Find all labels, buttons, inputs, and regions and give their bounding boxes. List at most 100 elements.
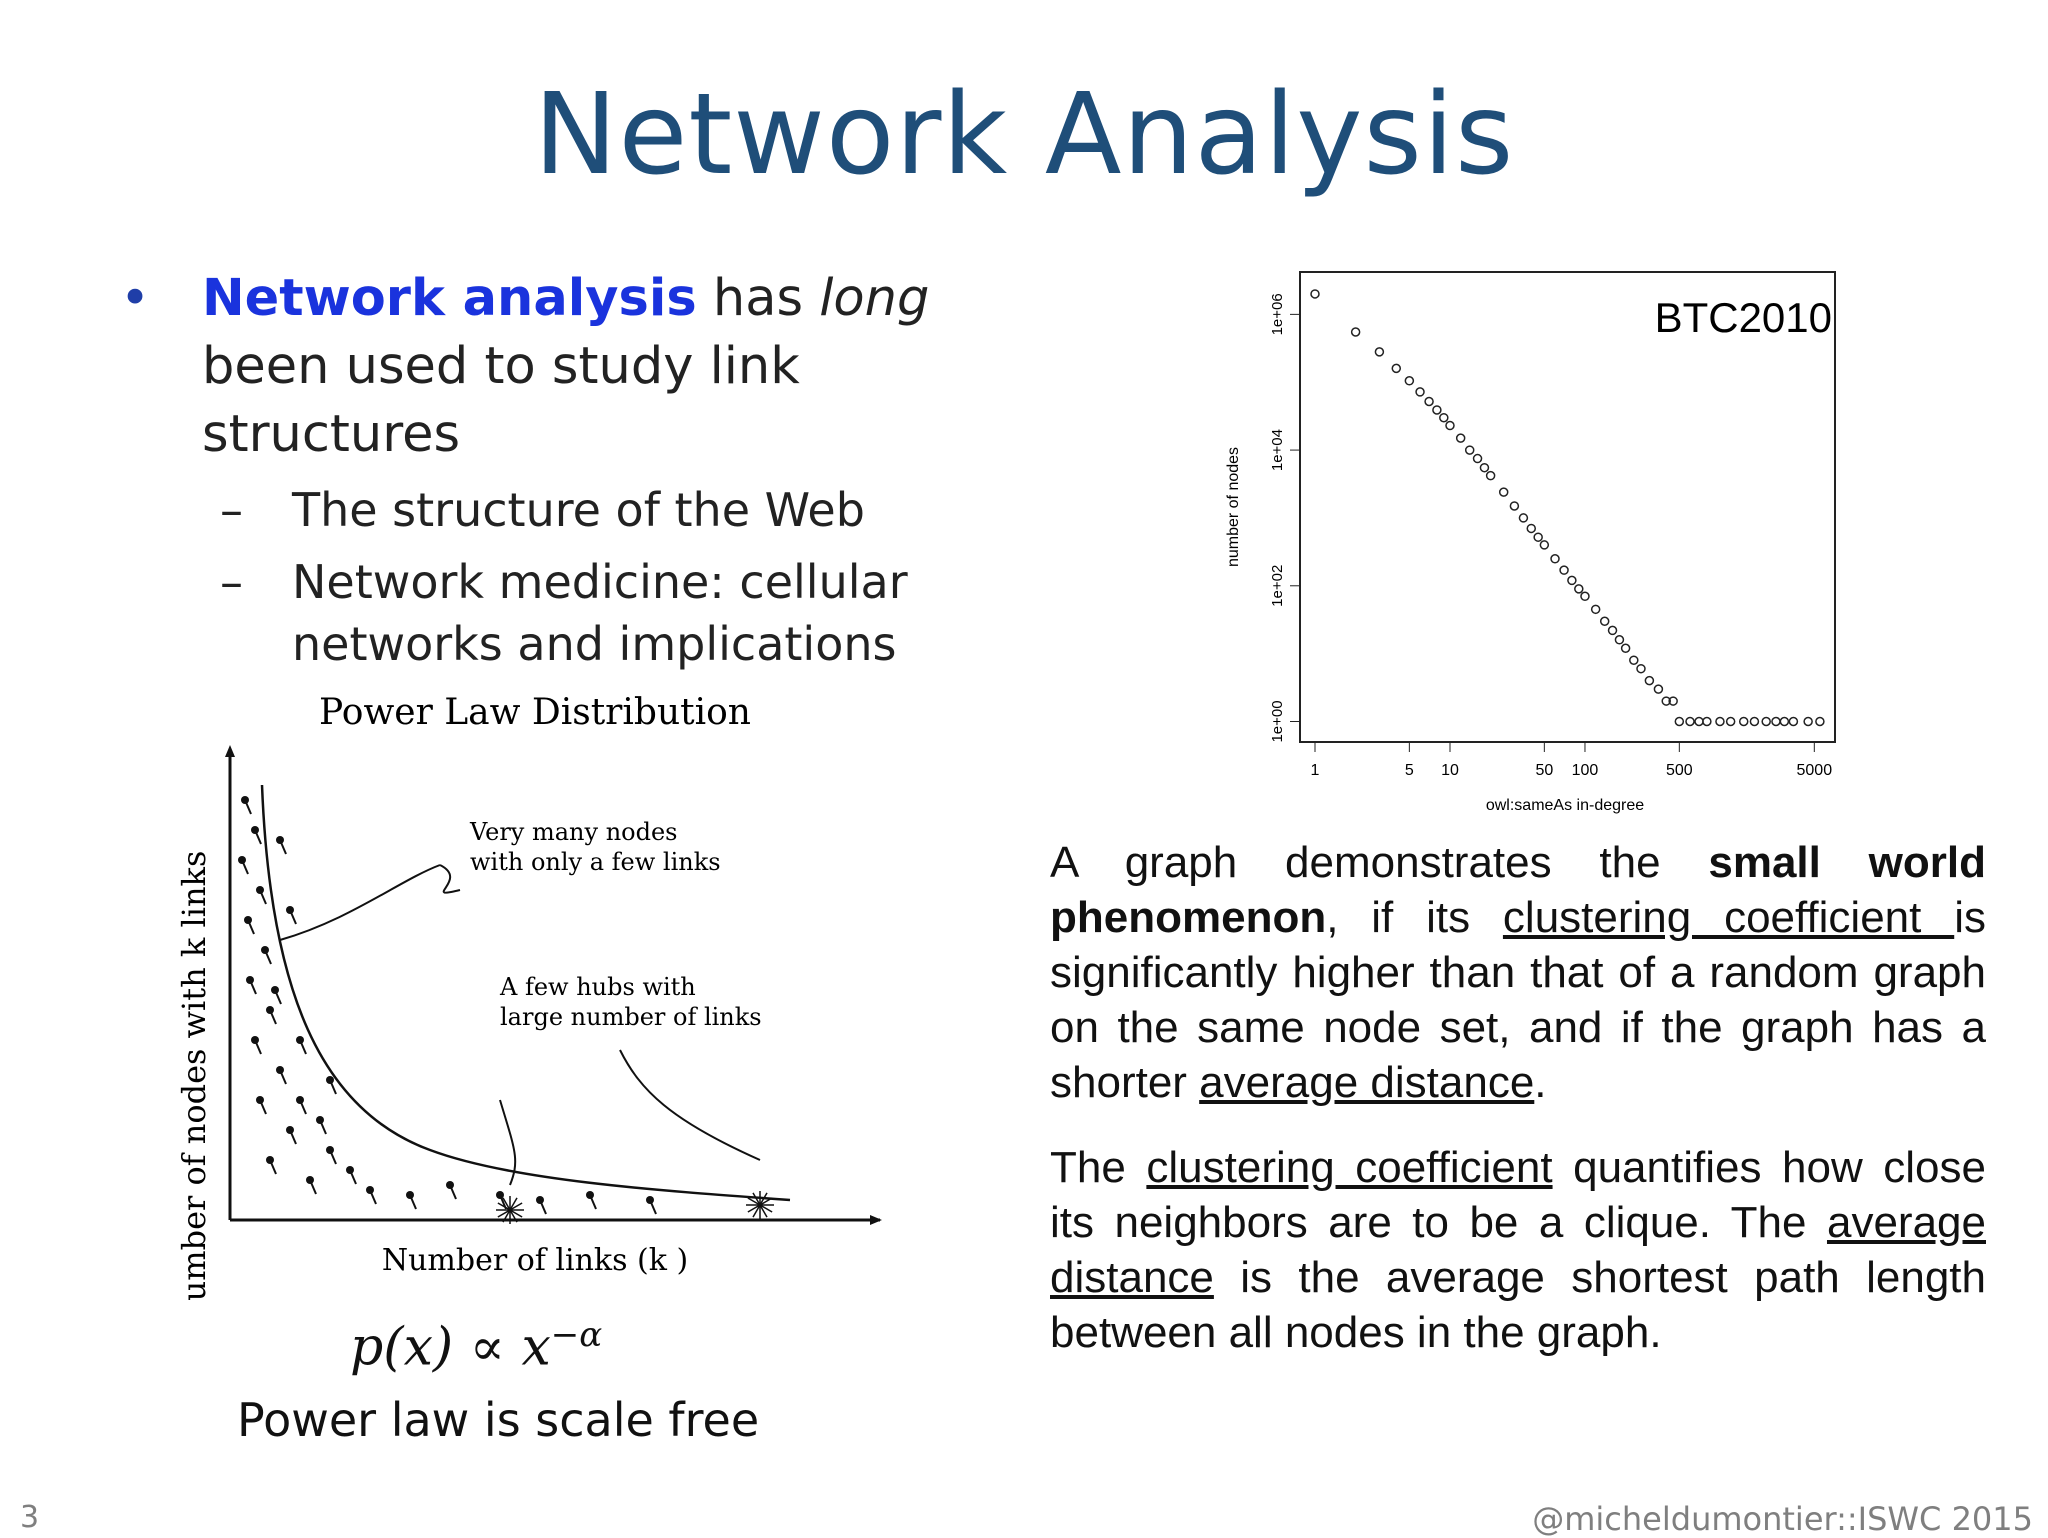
hub-spoke bbox=[509, 1209, 518, 1223]
node-link bbox=[289, 909, 297, 925]
data-point bbox=[1350, 327, 1361, 337]
data-point bbox=[1472, 453, 1483, 464]
data-point bbox=[1674, 716, 1685, 727]
chart-xlabel: owl:sameAs in-degree bbox=[1486, 797, 1644, 814]
node-link bbox=[539, 1199, 547, 1215]
slide-title: Network Analysis bbox=[533, 70, 1515, 200]
node-link bbox=[279, 839, 287, 855]
data-point bbox=[1668, 696, 1678, 706]
hub-spoke bbox=[509, 1209, 523, 1218]
highlight-text: Network analysis bbox=[202, 269, 697, 328]
node-link bbox=[259, 1099, 267, 1115]
dash-icon: – bbox=[220, 483, 243, 537]
data-point bbox=[1614, 635, 1625, 645]
text-run: , if its bbox=[1326, 893, 1503, 942]
data-point bbox=[1653, 684, 1664, 694]
node-link bbox=[369, 1189, 377, 1205]
bullet-dot-icon: • bbox=[120, 269, 151, 328]
sub-bullet-text: Network medicine: cellular networks and … bbox=[292, 555, 908, 671]
bullet-list: • Network analysis has long been used to… bbox=[120, 265, 1000, 675]
hub-spoke bbox=[747, 1197, 761, 1206]
underlined-term: clustering coefficient bbox=[1146, 1143, 1553, 1192]
bullet-text: been used to study link structures bbox=[202, 337, 800, 464]
node-link bbox=[269, 1009, 277, 1025]
node-link bbox=[289, 1129, 297, 1145]
data-point bbox=[1404, 376, 1415, 386]
y-tick-label: 1e+04 bbox=[1269, 429, 1286, 471]
data-point bbox=[1509, 501, 1520, 511]
data-point bbox=[1550, 554, 1560, 564]
data-point bbox=[1644, 675, 1655, 686]
definition-text: A graph demonstrates the small world phe… bbox=[1050, 835, 1986, 1390]
node-link bbox=[249, 979, 257, 995]
x-tick-label: 1 bbox=[1311, 762, 1320, 779]
data-point bbox=[1526, 523, 1537, 534]
data-point bbox=[1771, 716, 1781, 727]
hub-spoke bbox=[502, 1197, 511, 1211]
x-tick-label: 5000 bbox=[1797, 762, 1833, 779]
annotation-hubs-2: large number of links bbox=[500, 1003, 762, 1031]
data-point bbox=[1539, 540, 1550, 550]
data-point bbox=[1661, 696, 1671, 706]
node-link bbox=[274, 989, 282, 1005]
node-link bbox=[649, 1199, 657, 1215]
y-tick-label: 1e+02 bbox=[1269, 565, 1286, 607]
power-law-title: Power Law Distribution bbox=[319, 692, 751, 733]
power-law-ylabel: Number of nodes with k links bbox=[175, 851, 213, 1300]
text-run: is significantly higher than that of a r… bbox=[1050, 893, 1986, 1107]
slide-number: 3 bbox=[20, 1500, 40, 1535]
data-point bbox=[1749, 716, 1760, 727]
hub-spoke bbox=[747, 1204, 761, 1213]
btc2010-scatter-chart: BTC2010 owl:sameAs in-degree number of n… bbox=[1225, 271, 1836, 814]
annotation-arrow-2 bbox=[499, 1049, 761, 1186]
node-link bbox=[254, 1039, 262, 1055]
node-link bbox=[244, 799, 252, 815]
hub-spoke bbox=[752, 1192, 761, 1206]
text-run: The bbox=[1050, 1143, 1147, 1192]
hub-spoke bbox=[509, 1197, 518, 1211]
data-point bbox=[1702, 716, 1712, 727]
hub-spoke bbox=[759, 1197, 773, 1206]
italic-text: long bbox=[819, 269, 930, 328]
data-point bbox=[1415, 387, 1425, 397]
data-point bbox=[1424, 396, 1434, 407]
underlined-term: clustering coefficient bbox=[1502, 893, 1955, 942]
paragraph-clustering: The clustering coefficient quantifies ho… bbox=[1050, 1140, 1986, 1360]
node-link bbox=[329, 1149, 337, 1165]
data-point bbox=[1636, 663, 1646, 674]
data-point bbox=[1574, 584, 1584, 594]
sub-bullet-medicine: – Network medicine: cellular networks an… bbox=[120, 551, 1000, 675]
data-point bbox=[1445, 420, 1455, 431]
y-tick-label: 1e+06 bbox=[1269, 293, 1286, 335]
node-link bbox=[247, 919, 255, 935]
node-link bbox=[589, 1194, 597, 1210]
data-point bbox=[1479, 462, 1490, 473]
hub-spoke bbox=[502, 1209, 511, 1223]
node-link bbox=[241, 859, 249, 875]
annotation-arrow-1 bbox=[279, 864, 461, 941]
formula-base: p(x) ∝ x bbox=[350, 1317, 551, 1378]
plot-frame bbox=[1299, 271, 1836, 743]
data-point bbox=[1694, 716, 1704, 727]
hub-spoke bbox=[759, 1192, 768, 1206]
data-point bbox=[1599, 616, 1610, 627]
annotation-hubs-1: A few hubs with bbox=[499, 973, 696, 1001]
data-point bbox=[1310, 289, 1320, 299]
node-link bbox=[449, 1184, 457, 1200]
data-point bbox=[1498, 487, 1509, 497]
x-tick-label: 50 bbox=[1535, 762, 1553, 779]
x-tick-label: 10 bbox=[1441, 762, 1459, 779]
node-link bbox=[264, 949, 272, 965]
power-law-formula: p(x) ∝ x−α bbox=[350, 1315, 602, 1377]
node-link bbox=[299, 1099, 307, 1115]
chart-ylabel: number of nodes bbox=[1225, 447, 1242, 567]
data-point bbox=[1803, 716, 1813, 727]
power-law-diagram: Power Law Distribution Number of nodes w… bbox=[175, 692, 882, 1300]
data-point bbox=[1485, 470, 1496, 481]
node-link bbox=[349, 1169, 357, 1185]
data-point bbox=[1607, 625, 1618, 636]
power-law-xlabel: Number of links (k ) bbox=[382, 1243, 688, 1278]
power-law-curve bbox=[260, 784, 791, 1202]
data-point bbox=[1725, 716, 1736, 727]
